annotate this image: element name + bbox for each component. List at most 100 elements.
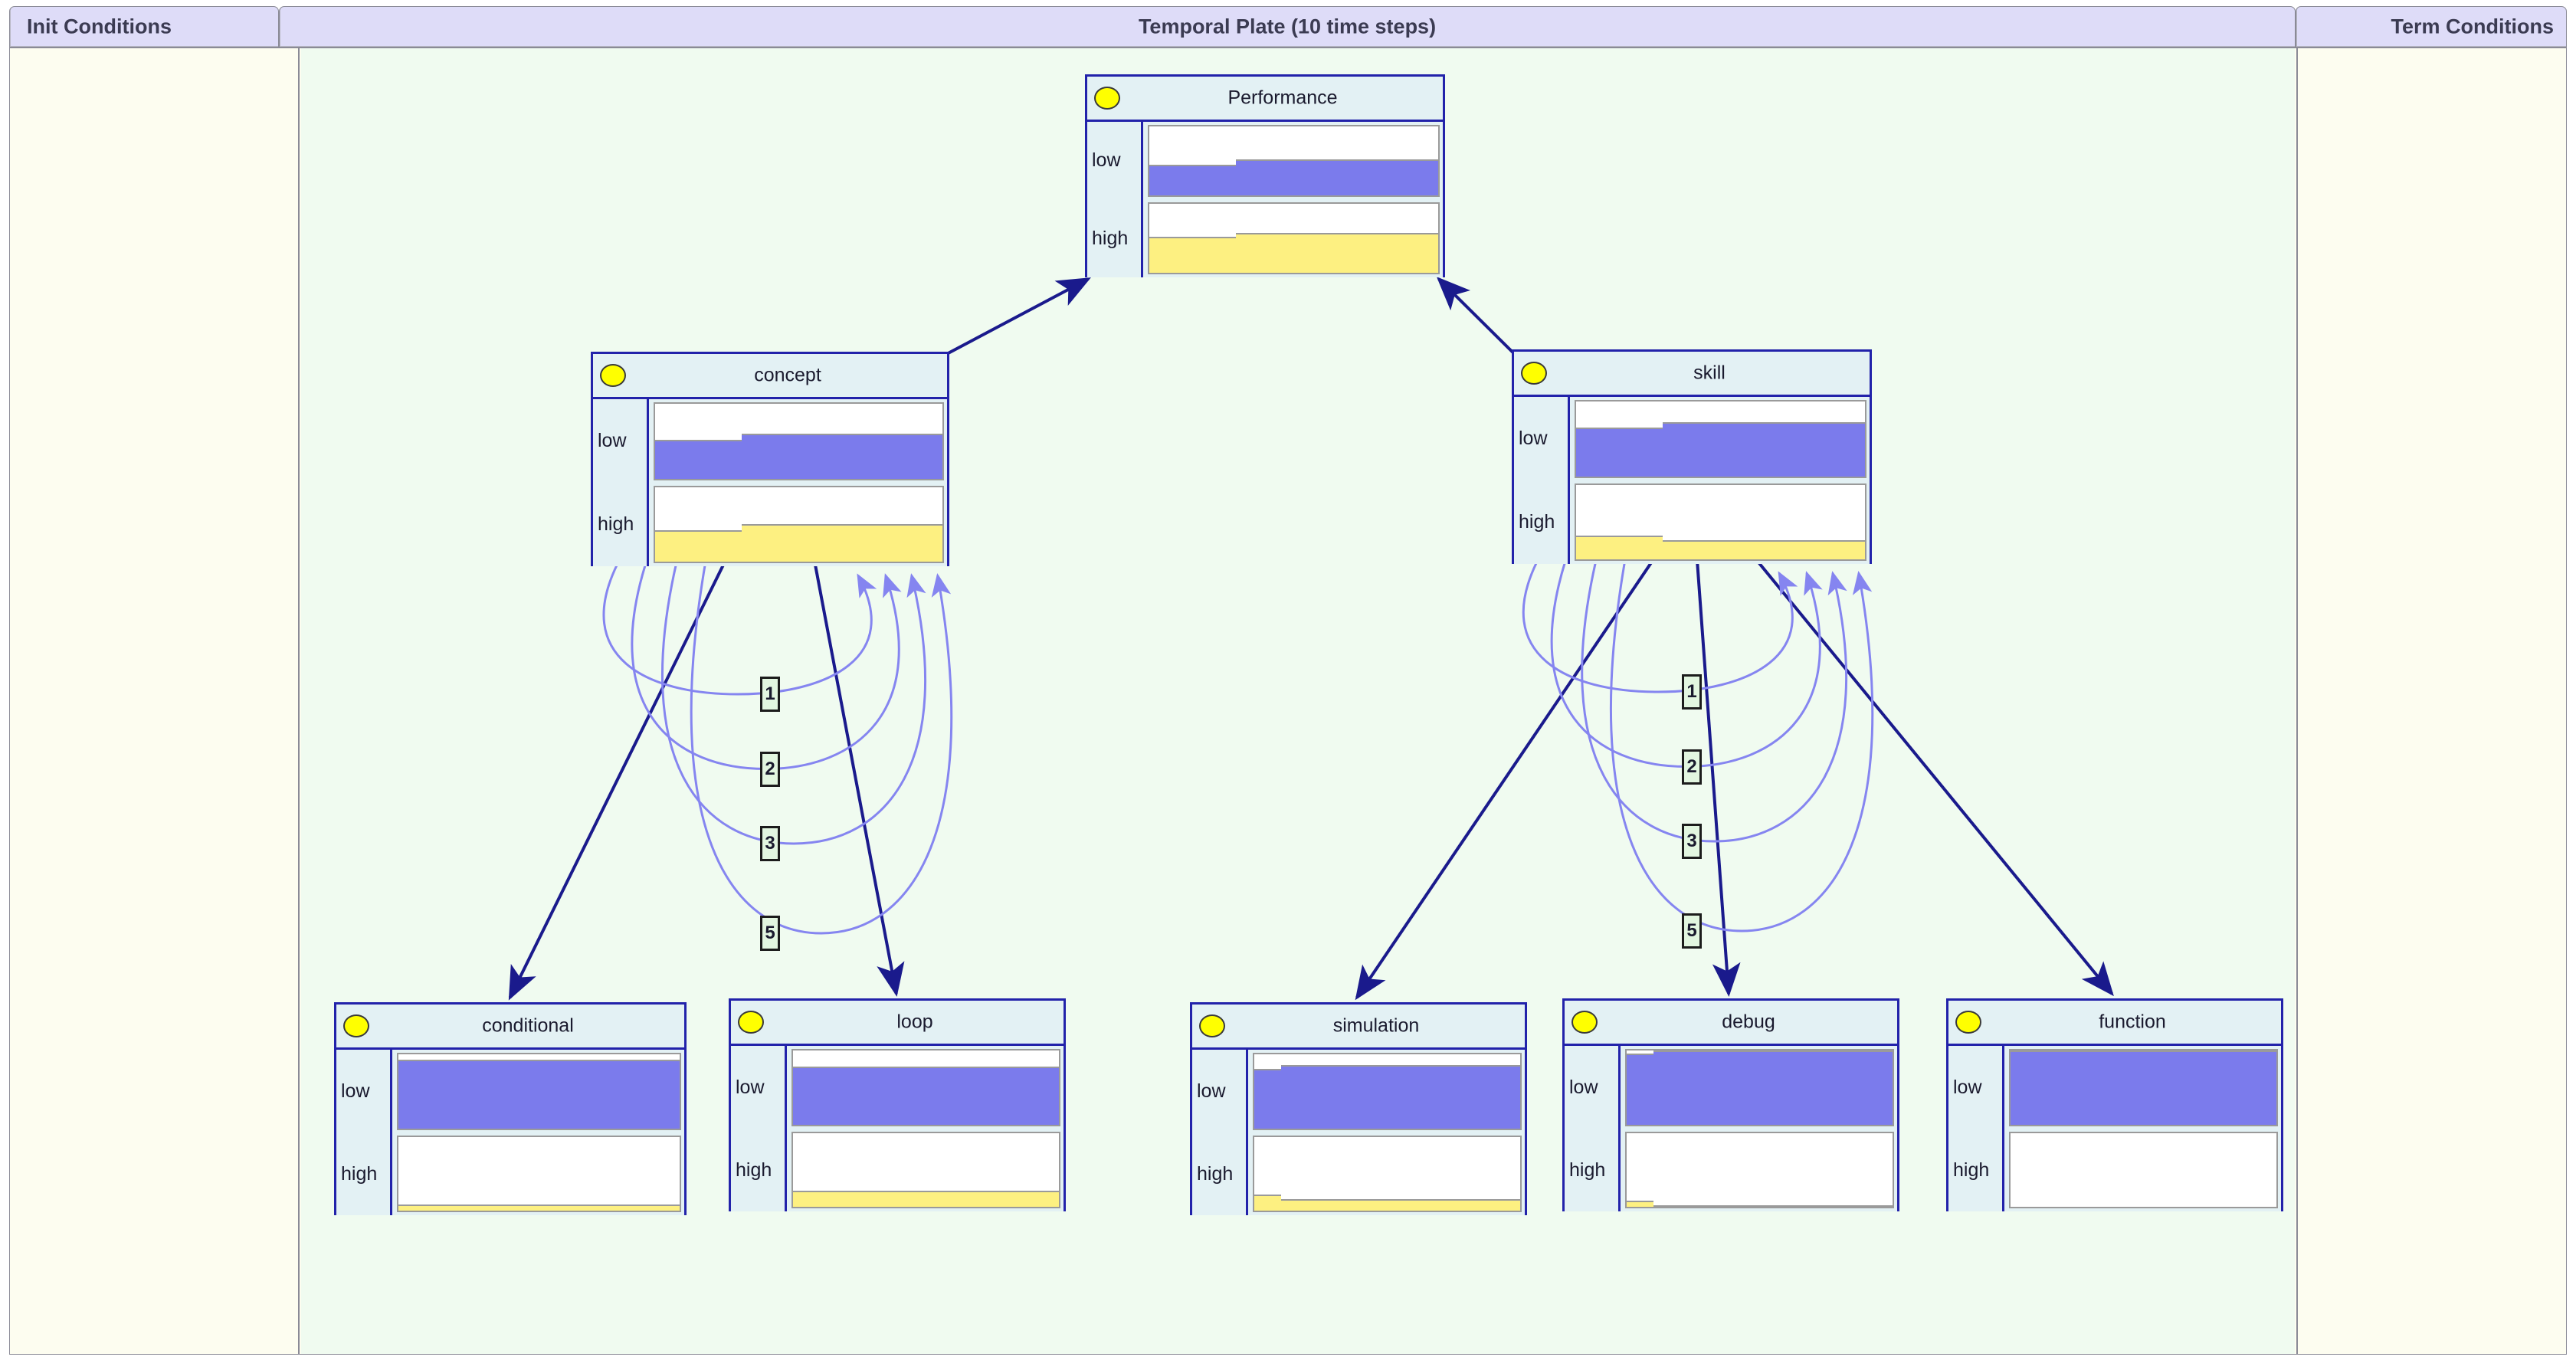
belief-step <box>952 1050 979 1125</box>
belief-step <box>1360 1054 1388 1129</box>
node-header-debug: debug <box>1565 1001 1897 1046</box>
belief-chart-high-loop <box>791 1131 1060 1208</box>
belief-step <box>1634 485 1663 559</box>
belief-step <box>2011 1050 2037 1125</box>
state-label-high: high <box>1953 1159 1990 1181</box>
edge-path <box>814 564 905 997</box>
belief-step <box>1493 1054 1520 1129</box>
state-label-low: low <box>598 430 627 451</box>
node-header-skill: skill <box>1514 352 1870 397</box>
self-loop-order-label[interactable]: 1 <box>1682 674 1702 710</box>
self-loop-order-label[interactable]: 5 <box>760 916 780 951</box>
belief-step <box>623 1054 652 1129</box>
belief-step <box>1440 1137 1467 1211</box>
belief-step <box>819 1133 847 1207</box>
belief-step <box>1207 204 1237 273</box>
belief-series-low <box>655 404 942 479</box>
belief-step <box>1380 126 1410 195</box>
node-belief-charts <box>2004 1046 2281 1211</box>
belief-step <box>2223 1050 2250 1125</box>
belief-step <box>1634 401 1663 477</box>
belief-step <box>770 487 799 562</box>
belief-step <box>1807 401 1837 477</box>
belief-series-high <box>1576 485 1865 559</box>
state-label-high: high <box>1519 511 1555 533</box>
belief-step <box>398 1137 427 1211</box>
self-loop-order-label[interactable]: 3 <box>1682 824 1702 859</box>
belief-step <box>1706 1133 1733 1207</box>
node-title-performance: Performance <box>1227 87 1338 109</box>
self-loop-order-label[interactable]: 1 <box>760 677 780 712</box>
belief-step <box>1236 126 1265 195</box>
belief-step <box>1467 1054 1494 1129</box>
belief-step <box>1005 1050 1033 1125</box>
belief-chart-low-simulation <box>1253 1053 1522 1130</box>
self-loop-arc <box>602 564 877 696</box>
belief-step <box>1334 1054 1361 1129</box>
belief-step <box>1839 1133 1866 1207</box>
belief-step <box>1836 485 1865 559</box>
tab-init-conditions[interactable]: Init Conditions <box>9 6 279 48</box>
belief-chart-high-concept <box>654 485 944 563</box>
belief-series-low <box>1627 1050 1893 1125</box>
belief-step <box>978 1133 1006 1207</box>
tab-temporal-plate[interactable]: Temporal Plate (10 time steps) <box>279 6 2296 48</box>
node-state-circle-icon <box>738 1011 764 1034</box>
belief-series-low <box>1254 1054 1520 1129</box>
belief-step <box>793 1050 820 1125</box>
node-state-circle-icon <box>1094 87 1120 110</box>
belief-step <box>885 487 914 562</box>
state-label-low: low <box>1197 1080 1226 1102</box>
belief-step <box>683 487 713 562</box>
node-belief-charts <box>1248 1050 1525 1215</box>
belief-step <box>846 1050 873 1125</box>
belief-step <box>2090 1133 2117 1208</box>
belief-step <box>651 1054 680 1129</box>
self-loop-arc <box>1581 562 1848 843</box>
belief-step <box>1759 1133 1787 1207</box>
belief-step <box>454 1054 483 1129</box>
belief-step <box>1691 401 1721 477</box>
belief-step <box>2250 1133 2276 1208</box>
belief-chart-high-function <box>2009 1131 2278 1208</box>
belief-series-low <box>1149 126 1438 195</box>
belief-step <box>1360 1137 1388 1211</box>
belief-series-high <box>1254 1137 1520 1211</box>
belief-chart-low-debug <box>1625 1049 1894 1126</box>
belief-step <box>567 1054 595 1129</box>
self-loop-order-label[interactable]: 5 <box>1682 913 1702 949</box>
belief-step <box>2224 1133 2250 1208</box>
belief-step <box>2063 1133 2090 1208</box>
term-conditions-panel[interactable] <box>2296 48 2566 1354</box>
belief-step <box>1786 1133 1813 1207</box>
node-header-simulation: simulation <box>1192 1005 1525 1050</box>
self-loop-arc <box>1522 562 1798 693</box>
node-state-circle-icon <box>1521 362 1547 385</box>
belief-step <box>1604 485 1634 559</box>
edge-path <box>1436 277 1514 354</box>
belief-step <box>978 1050 1006 1125</box>
belief-step <box>426 1054 455 1129</box>
self-loop-order-label[interactable]: 3 <box>760 826 780 861</box>
belief-chart-low-concept <box>654 402 944 480</box>
belief-step <box>2197 1133 2224 1208</box>
node-state-circle-icon <box>343 1014 369 1037</box>
belief-step <box>2037 1050 2064 1125</box>
self-loop-order-label[interactable]: 2 <box>1682 749 1702 785</box>
self-loop-order-label[interactable]: 2 <box>760 751 780 787</box>
init-conditions-panel[interactable] <box>10 48 300 1354</box>
tab-term-conditions[interactable]: Term Conditions <box>2296 6 2567 48</box>
belief-step <box>510 1054 539 1129</box>
